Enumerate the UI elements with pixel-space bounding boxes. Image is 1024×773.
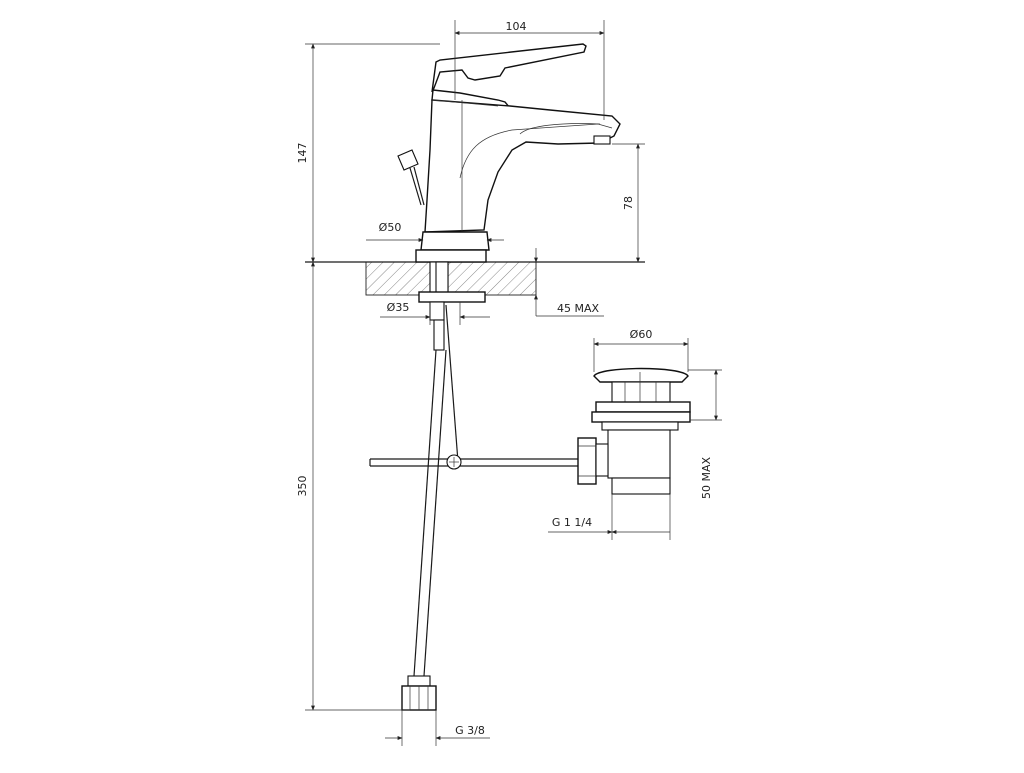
dim-label-dia-60: Ø60 (630, 328, 653, 341)
waste-valve (577, 367, 691, 495)
flexible-hose (401, 349, 447, 711)
dim-label-dia-50: Ø50 (379, 221, 402, 234)
dim-label-45-max: 45 MAX (557, 302, 600, 315)
dim-label-104: 104 (506, 20, 527, 33)
fixing-assembly (418, 261, 486, 351)
lever-handle (431, 43, 587, 93)
dim-label-dia-35: Ø35 (387, 301, 410, 314)
dim-label-350: 350 (296, 476, 309, 497)
countertop (305, 261, 645, 296)
faucet-body (415, 43, 621, 263)
dimension-lines (305, 20, 722, 746)
popup-linkage (369, 304, 578, 470)
dimension-labels: 104 147 78 Ø50 Ø35 45 MAX Ø60 50 MAX G 1… (296, 20, 713, 737)
popup-rod-handle (397, 149, 425, 206)
spout (424, 99, 621, 233)
dim-label-78: 78 (622, 196, 635, 210)
dim-label-147: 147 (296, 143, 309, 164)
dim-label-50-max: 50 MAX (700, 457, 713, 500)
dim-label-g-3-8: G 3/8 (455, 724, 485, 737)
dim-label-g-1-1-4: G 1 1/4 (552, 516, 592, 529)
